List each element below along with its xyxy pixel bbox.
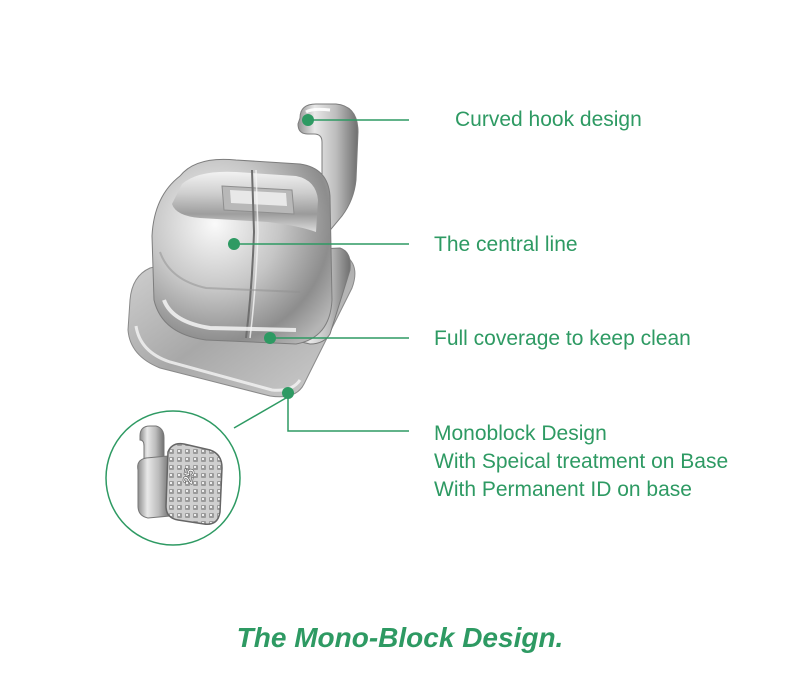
- callout-monoblock-line2: With Speical treatment on Base: [434, 450, 729, 473]
- callout-monoblock-line1: Monoblock Design: [434, 422, 607, 445]
- base-detail-inset: 25: [105, 410, 241, 546]
- dot-central-line: [228, 238, 240, 250]
- dot-hook: [302, 114, 314, 126]
- leader-lines: [233, 119, 409, 432]
- mesh-base-pad: [165, 442, 223, 525]
- callout-monoblock-line3: With Permanent ID on base: [434, 478, 692, 501]
- bracket-illustration: [127, 103, 359, 398]
- callout-hook: Curved hook design: [455, 108, 642, 131]
- leader-monoblock: [287, 393, 409, 432]
- leader-dots: [228, 114, 314, 399]
- dot-monoblock: [282, 387, 294, 399]
- caption: The Mono-Block Design.: [236, 622, 564, 653]
- dot-coverage: [264, 332, 276, 344]
- callout-central-line: The central line: [434, 233, 578, 256]
- leader-inset: [233, 397, 287, 429]
- permanent-id: 25: [179, 467, 197, 485]
- callout-monoblock: Monoblock Design With Speical treatment …: [434, 420, 728, 504]
- central-line: [245, 169, 256, 339]
- callout-coverage: Full coverage to keep clean: [434, 327, 691, 350]
